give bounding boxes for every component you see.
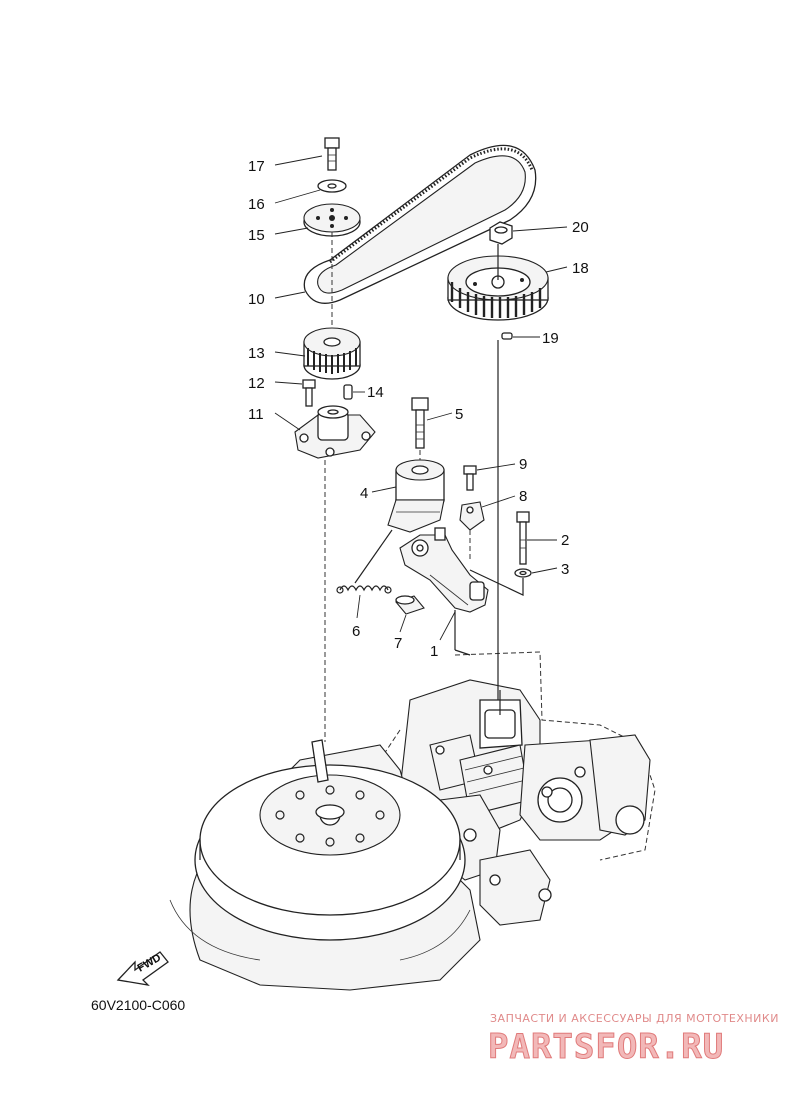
watermark-brand: PARTSFOR.RU — [488, 1027, 724, 1067]
callout-16: 16 — [248, 196, 265, 213]
leader-lines — [274, 155, 568, 641]
callout-7: 7 — [394, 635, 402, 652]
bolt-2 — [516, 511, 530, 565]
callout-8: 8 — [519, 488, 527, 505]
callout-14: 14 — [367, 384, 384, 401]
callout-3: 3 — [561, 561, 569, 578]
watermark: ЗАПЧАСТИ И АКСЕССУАРЫ ДЛЯ МОТОТЕХНИКИ PA… — [488, 1012, 779, 1068]
callout-6: 6 — [352, 623, 360, 640]
callout-20: 20 — [572, 219, 589, 236]
timing-belt — [303, 144, 537, 304]
callout-4: 4 — [360, 485, 368, 502]
dowel-pin-14 — [343, 384, 353, 400]
callout-5: 5 — [455, 406, 463, 423]
drawing-code: 60V2100-C060 — [91, 997, 185, 1013]
tensioner-arm-1 — [399, 527, 489, 613]
bracket-8 — [459, 501, 485, 531]
nut-20 — [489, 221, 513, 245]
callout-15: 15 — [248, 227, 265, 244]
callout-17: 17 — [248, 158, 265, 175]
callout-10: 10 — [248, 291, 265, 308]
callout-11: 11 — [248, 406, 264, 423]
callout-2: 2 — [561, 532, 569, 549]
pin-19 — [501, 332, 513, 340]
callout-19: 19 — [542, 330, 559, 347]
callout-18: 18 — [572, 260, 589, 277]
fwd-arrow: FWD — [116, 951, 169, 986]
washer-16 — [317, 179, 347, 193]
spring-6 — [336, 585, 392, 594]
plate-15 — [303, 203, 361, 237]
tensioner-pulley-4 — [387, 459, 445, 533]
pulley-base-11 — [294, 405, 376, 459]
callout-labels: 17 16 15 10 13 12 14 11 5 4 9 8 2 3 6 7 … — [248, 158, 589, 660]
bolt-9 — [463, 465, 477, 491]
bolt-5 — [411, 397, 429, 449]
watermark-caption: ЗАПЧАСТИ И АКСЕССУАРЫ ДЛЯ МОТОТЕХНИКИ — [490, 1012, 779, 1025]
callout-13: 13 — [248, 345, 265, 362]
callout-9: 9 — [519, 456, 527, 473]
bolt-17 — [324, 137, 340, 171]
bolt-12 — [302, 379, 316, 407]
washer-3 — [514, 568, 532, 578]
flywheel-illustration — [169, 739, 481, 991]
collar-7 — [395, 595, 425, 615]
callout-12: 12 — [248, 375, 265, 392]
drive-pulley-13 — [303, 327, 361, 380]
callout-1: 1 — [430, 643, 438, 660]
